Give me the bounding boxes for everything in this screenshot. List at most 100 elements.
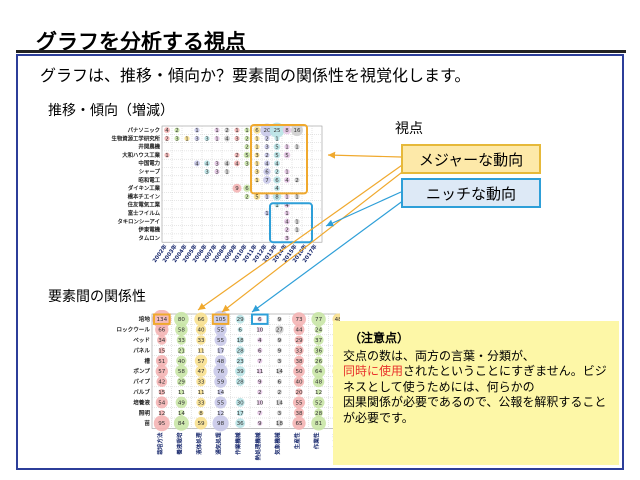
trend-bubble — [234, 135, 240, 142]
trend-value-label: 1 — [255, 178, 259, 184]
relation-value-label: 33 — [295, 348, 303, 354]
relation-row-label: バルブ — [133, 388, 150, 396]
relation-bubble — [235, 418, 246, 429]
relation-bubble — [235, 377, 245, 386]
trend-value-label: 5 — [245, 153, 249, 159]
trend-value-label: 1 — [265, 195, 269, 201]
trend-value-label: 1 — [255, 145, 259, 151]
trend-bubble — [214, 127, 220, 133]
relation-value-label: 29 — [295, 338, 303, 344]
relation-value-label: 29 — [178, 380, 186, 386]
relation-value-label: 6 — [278, 380, 282, 386]
relation-value-label: 57 — [158, 369, 166, 375]
relation-bubble — [214, 323, 227, 336]
trend-bubble — [214, 135, 220, 142]
relation-value-label: 6 — [258, 317, 262, 323]
trend-bubble — [224, 160, 230, 167]
relation-bubble — [194, 312, 208, 326]
trend-value-label: 2 — [265, 153, 269, 159]
relation-value-label: 37 — [315, 338, 323, 344]
relation-value-label: 33 — [197, 338, 205, 344]
trend-bubble — [234, 152, 240, 158]
trend-value-label: 1 — [285, 211, 289, 217]
relation-bubble — [195, 365, 207, 377]
relation-value-label: 77 — [315, 317, 323, 323]
trend-value-label: 3 — [235, 136, 239, 142]
trend-bubble — [254, 144, 260, 150]
relation-bubble — [155, 322, 169, 337]
relation-value-label: 55 — [217, 328, 225, 334]
relation-value-label: 52 — [315, 400, 322, 406]
relation-bubble — [235, 346, 245, 355]
trend-value-label: 25 — [274, 128, 281, 134]
relation-bubble-chart: 培地ロックウールベッドパネル槽ポンプパイプバルブ培養液照明苗栽培方法養液栽培液体… — [116, 310, 340, 460]
relation-bubble — [276, 358, 282, 364]
relation-value-label: 2 — [258, 390, 262, 396]
trend-bubble — [164, 152, 170, 158]
relation-value-label: 55 — [295, 400, 303, 406]
trend-bubble — [294, 177, 300, 183]
trend-value-label: 2 — [175, 128, 179, 134]
trend-value-label: 2 — [295, 178, 299, 184]
relation-value-label: 81 — [315, 421, 323, 427]
relation-column-label: 養液栽培 — [175, 432, 183, 456]
relation-value-label: 28 — [237, 348, 245, 354]
relation-value-label: 64 — [315, 369, 323, 375]
relation-value-label: 11 — [197, 390, 205, 396]
trend-value-label: 4 — [225, 136, 229, 142]
relation-row-label: 照明 — [139, 409, 151, 417]
relation-bubble — [235, 397, 245, 407]
trend-value-label: 2 — [285, 228, 289, 234]
trend-value-label: 4 — [165, 128, 169, 134]
relation-value-label: 7 — [258, 411, 262, 417]
relation-value-label: 7 — [258, 359, 262, 365]
callout-arrow — [251, 199, 405, 313]
relation-value-label: 14 — [178, 411, 186, 417]
trend-row-label: タキロンシーアイ — [117, 217, 160, 225]
relation-value-label: 15 — [158, 348, 166, 354]
relation-value-label: 17 — [217, 348, 225, 354]
relation-value-label: 8 — [199, 411, 203, 417]
relation-bubble — [198, 347, 204, 354]
relation-value-label: 27 — [276, 328, 284, 334]
relation-bubble — [257, 410, 263, 416]
relation-bubble — [313, 335, 324, 345]
relation-value-label: 23 — [237, 359, 245, 365]
trend-major-highlight — [250, 124, 308, 195]
trend-bubble — [244, 127, 250, 133]
trend-row-label: 大和ハウス工業 — [122, 151, 160, 159]
relation-value-label: 50 — [295, 369, 303, 375]
trend-bubble — [232, 183, 242, 193]
relation-chart-label: 要素間の関係性 — [48, 289, 146, 305]
relation-value-label: 57 — [197, 359, 205, 365]
relation-value-label: 40 — [197, 328, 205, 334]
trend-bubble — [263, 175, 271, 184]
relation-value-label: 36 — [315, 348, 323, 354]
relation-bubble — [311, 311, 326, 327]
relation-bubble — [217, 409, 224, 416]
trend-bubble — [284, 218, 290, 225]
relation-value-label: 18 — [237, 338, 245, 344]
trend-niche-highlight — [269, 202, 313, 244]
trend-bubble — [264, 144, 270, 150]
relation-bubble — [293, 355, 305, 366]
relation-value-label: 38 — [295, 359, 303, 365]
trend-value-label: 2 — [225, 128, 229, 134]
trend-bubble — [254, 169, 260, 175]
relation-bubble — [236, 336, 244, 344]
trend-bubble — [283, 151, 291, 159]
relation-bubble — [312, 396, 325, 409]
trend-value-label: 2 — [265, 136, 269, 142]
trend-value-label: 1 — [255, 136, 259, 142]
relation-value-label: 9 — [278, 317, 282, 323]
trend-value-label: 4 — [285, 203, 289, 209]
trend-row-label: シャープ — [139, 168, 161, 176]
trend-value-label: 16 — [294, 128, 301, 134]
relation-bubble — [276, 316, 282, 322]
relation-bubble — [214, 355, 227, 367]
callout-major-trend: メジャーな動向 — [401, 144, 541, 174]
relation-value-label: 66 — [158, 328, 166, 334]
relation-value-label: 3 — [278, 359, 282, 365]
relation-value-label: 55 — [217, 400, 225, 406]
relation-bubble — [196, 397, 206, 408]
